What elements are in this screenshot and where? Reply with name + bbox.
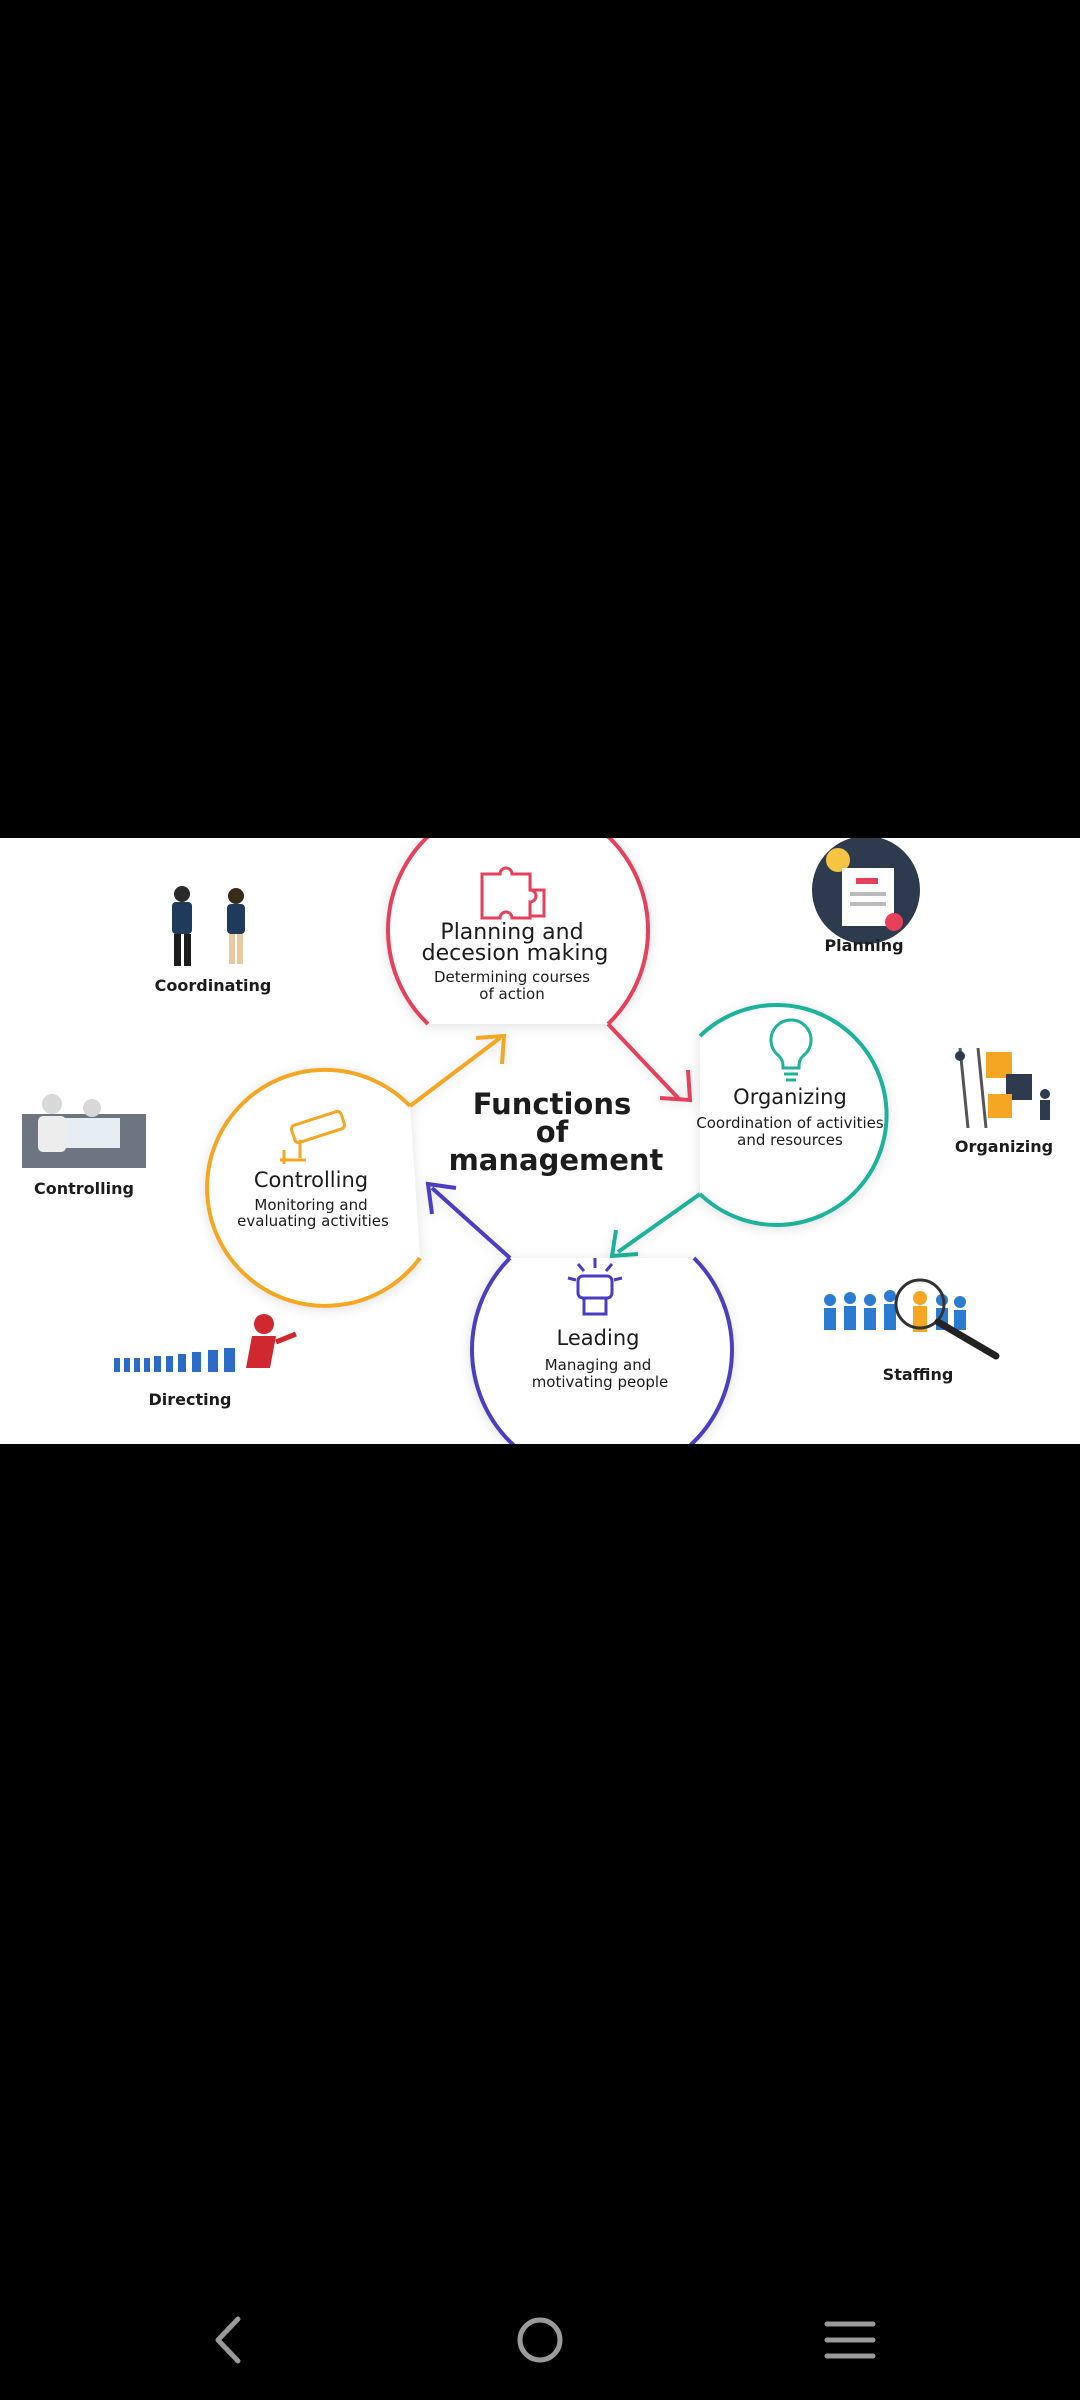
organizing-blob: [609, 1003, 889, 1259]
security-camera-icon: [280, 1109, 346, 1164]
back-button[interactable]: [168, 2300, 288, 2380]
controlling-desc-1: Monitoring and: [254, 1196, 367, 1214]
controlling-illustration: [22, 1094, 146, 1168]
recents-button[interactable]: [790, 2300, 910, 2380]
lightbulb-icon: [769, 1018, 813, 1082]
leading-title: Leading: [557, 1326, 640, 1350]
directing-label: Directing: [149, 1390, 232, 1409]
controlling-title: Controlling: [254, 1168, 368, 1192]
diagram-title-1: Functions: [473, 1087, 631, 1121]
home-button[interactable]: [480, 2300, 600, 2380]
planning-blob: [386, 838, 693, 1103]
directing-illustration: [114, 1314, 297, 1372]
diagram-title-2: of: [536, 1115, 569, 1149]
planning-title-2: decesion making: [422, 941, 609, 966]
planning-desc-2: of action: [479, 985, 544, 1003]
diagram-title-3: management: [449, 1143, 664, 1177]
coordinating-illustration: [172, 886, 245, 966]
planning-title-1: Planning and: [440, 920, 583, 945]
planning-illustration: [812, 838, 920, 944]
leading-blob: [425, 1181, 734, 1444]
staffing-label: Staffing: [883, 1365, 954, 1384]
planning-label: Planning: [824, 936, 903, 955]
circle-home-icon: [517, 2317, 563, 2363]
puzzle-icon: [480, 866, 546, 920]
hamburger-menu-icon: [824, 2321, 876, 2359]
controlling-label: Controlling: [34, 1179, 134, 1198]
organizing-illustration: [955, 1047, 1050, 1129]
organizing-desc-1: Coordination of activities: [696, 1114, 884, 1132]
functions-of-management-diagram: Planning and decesion making Determining…: [22, 838, 1053, 1444]
staffing-illustration: [824, 1278, 1000, 1360]
organizing-desc-2: and resources: [737, 1131, 843, 1149]
raised-fist-icon: [567, 1258, 623, 1316]
system-navigation-bar: [0, 2280, 1080, 2400]
controlling-blob: [205, 1033, 507, 1308]
leading-desc-2: motivating people: [532, 1373, 669, 1391]
diagram-image[interactable]: Planning and decesion making Determining…: [0, 838, 1080, 1444]
planning-desc-1: Determining courses: [434, 968, 590, 986]
controlling-desc-2: evaluating activities: [237, 1212, 389, 1230]
organizing-title: Organizing: [733, 1085, 847, 1109]
chevron-left-icon: [215, 2316, 241, 2364]
leading-desc-1: Managing and: [545, 1356, 652, 1374]
organizing-label: Organizing: [955, 1137, 1053, 1156]
coordinating-label: Coordinating: [155, 976, 272, 995]
